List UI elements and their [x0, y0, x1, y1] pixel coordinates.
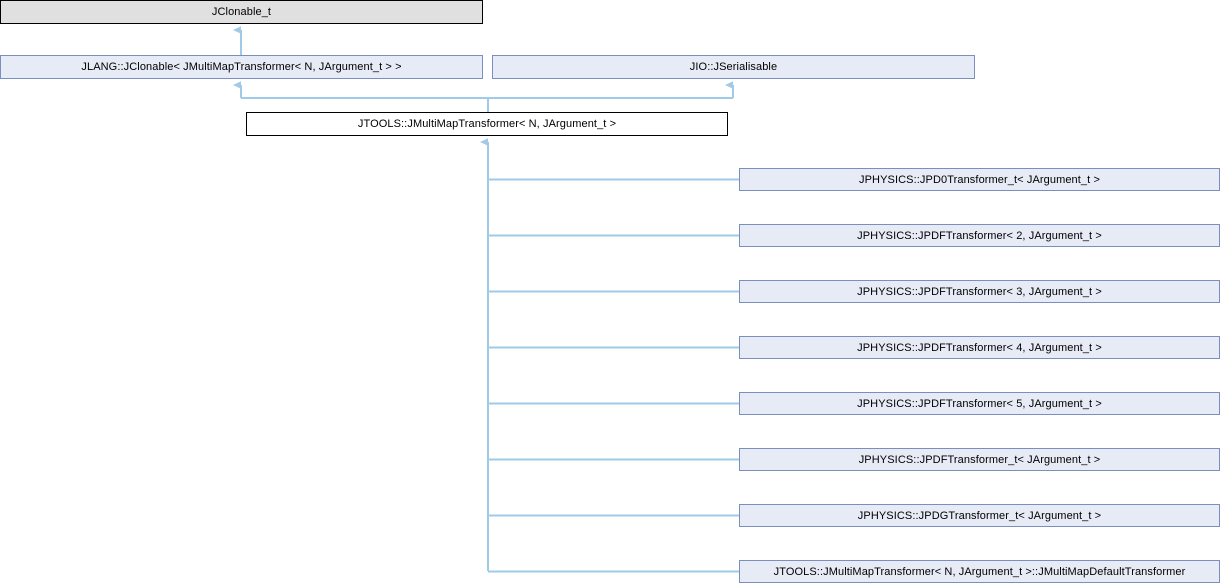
class-node-label: JPHYSICS::JPDFTransformer< 4, JArgument_…	[857, 341, 1102, 354]
class-node-label: JPHYSICS::JPD0Transformer_t< JArgument_t…	[859, 173, 1100, 186]
edge-jlang-to-main	[233, 81, 489, 99]
class-node-label: JClonable_t	[211, 6, 272, 18]
class-node-label: JPHYSICS::JPDFTransformer< 2, JArgument_…	[857, 229, 1102, 242]
class-node-derived[interactable]: JPHYSICS::JPDGTransformer_t< JArgument_t…	[739, 504, 1220, 527]
class-node-derived[interactable]: JTOOLS::JMultiMapTransformer< N, JArgume…	[739, 560, 1220, 583]
class-node-jtools-jmultimaptransformer[interactable]: JTOOLS::JMultiMapTransformer< N, JArgume…	[246, 112, 728, 136]
class-node-derived[interactable]: JPHYSICS::JPD0Transformer_t< JArgument_t…	[739, 168, 1220, 191]
class-node-jlang-jclonable[interactable]: JLANG::JClonable< JMultiMapTransformer< …	[0, 55, 483, 79]
class-node-derived[interactable]: JPHYSICS::JPDFTransformer< 4, JArgument_…	[739, 336, 1220, 359]
class-node-label: JPHYSICS::JPDFTransformer_t< JArgument_t…	[858, 453, 1101, 466]
class-node-label: JPHYSICS::JPDGTransformer_t< JArgument_t…	[857, 509, 1102, 522]
class-node-jio-jserialisable[interactable]: JIO::JSerialisable	[492, 55, 975, 79]
class-node-derived[interactable]: JPHYSICS::JPDFTransformer< 5, JArgument_…	[739, 392, 1220, 415]
class-node-label: JTOOLS::JMultiMapTransformer< N, JArgume…	[357, 118, 617, 130]
edge-jserialisable-to-main	[487, 81, 734, 99]
class-node-derived[interactable]: JPHYSICS::JPDFTransformer_t< JArgument_t…	[739, 448, 1220, 471]
class-node-label: JPHYSICS::JPDFTransformer< 3, JArgument_…	[857, 285, 1102, 298]
class-node-derived[interactable]: JPHYSICS::JPDFTransformer< 2, JArgument_…	[739, 224, 1220, 247]
class-node-label: JPHYSICS::JPDFTransformer< 5, JArgument_…	[857, 397, 1102, 410]
class-node-label: JIO::JSerialisable	[689, 61, 778, 73]
class-node-label: JLANG::JClonable< JMultiMapTransformer< …	[81, 61, 402, 73]
class-node-derived[interactable]: JPHYSICS::JPDFTransformer< 3, JArgument_…	[739, 280, 1220, 303]
class-node-jclonable-t[interactable]: JClonable_t	[0, 0, 483, 24]
class-node-label: JTOOLS::JMultiMapTransformer< N, JArgume…	[773, 565, 1186, 578]
